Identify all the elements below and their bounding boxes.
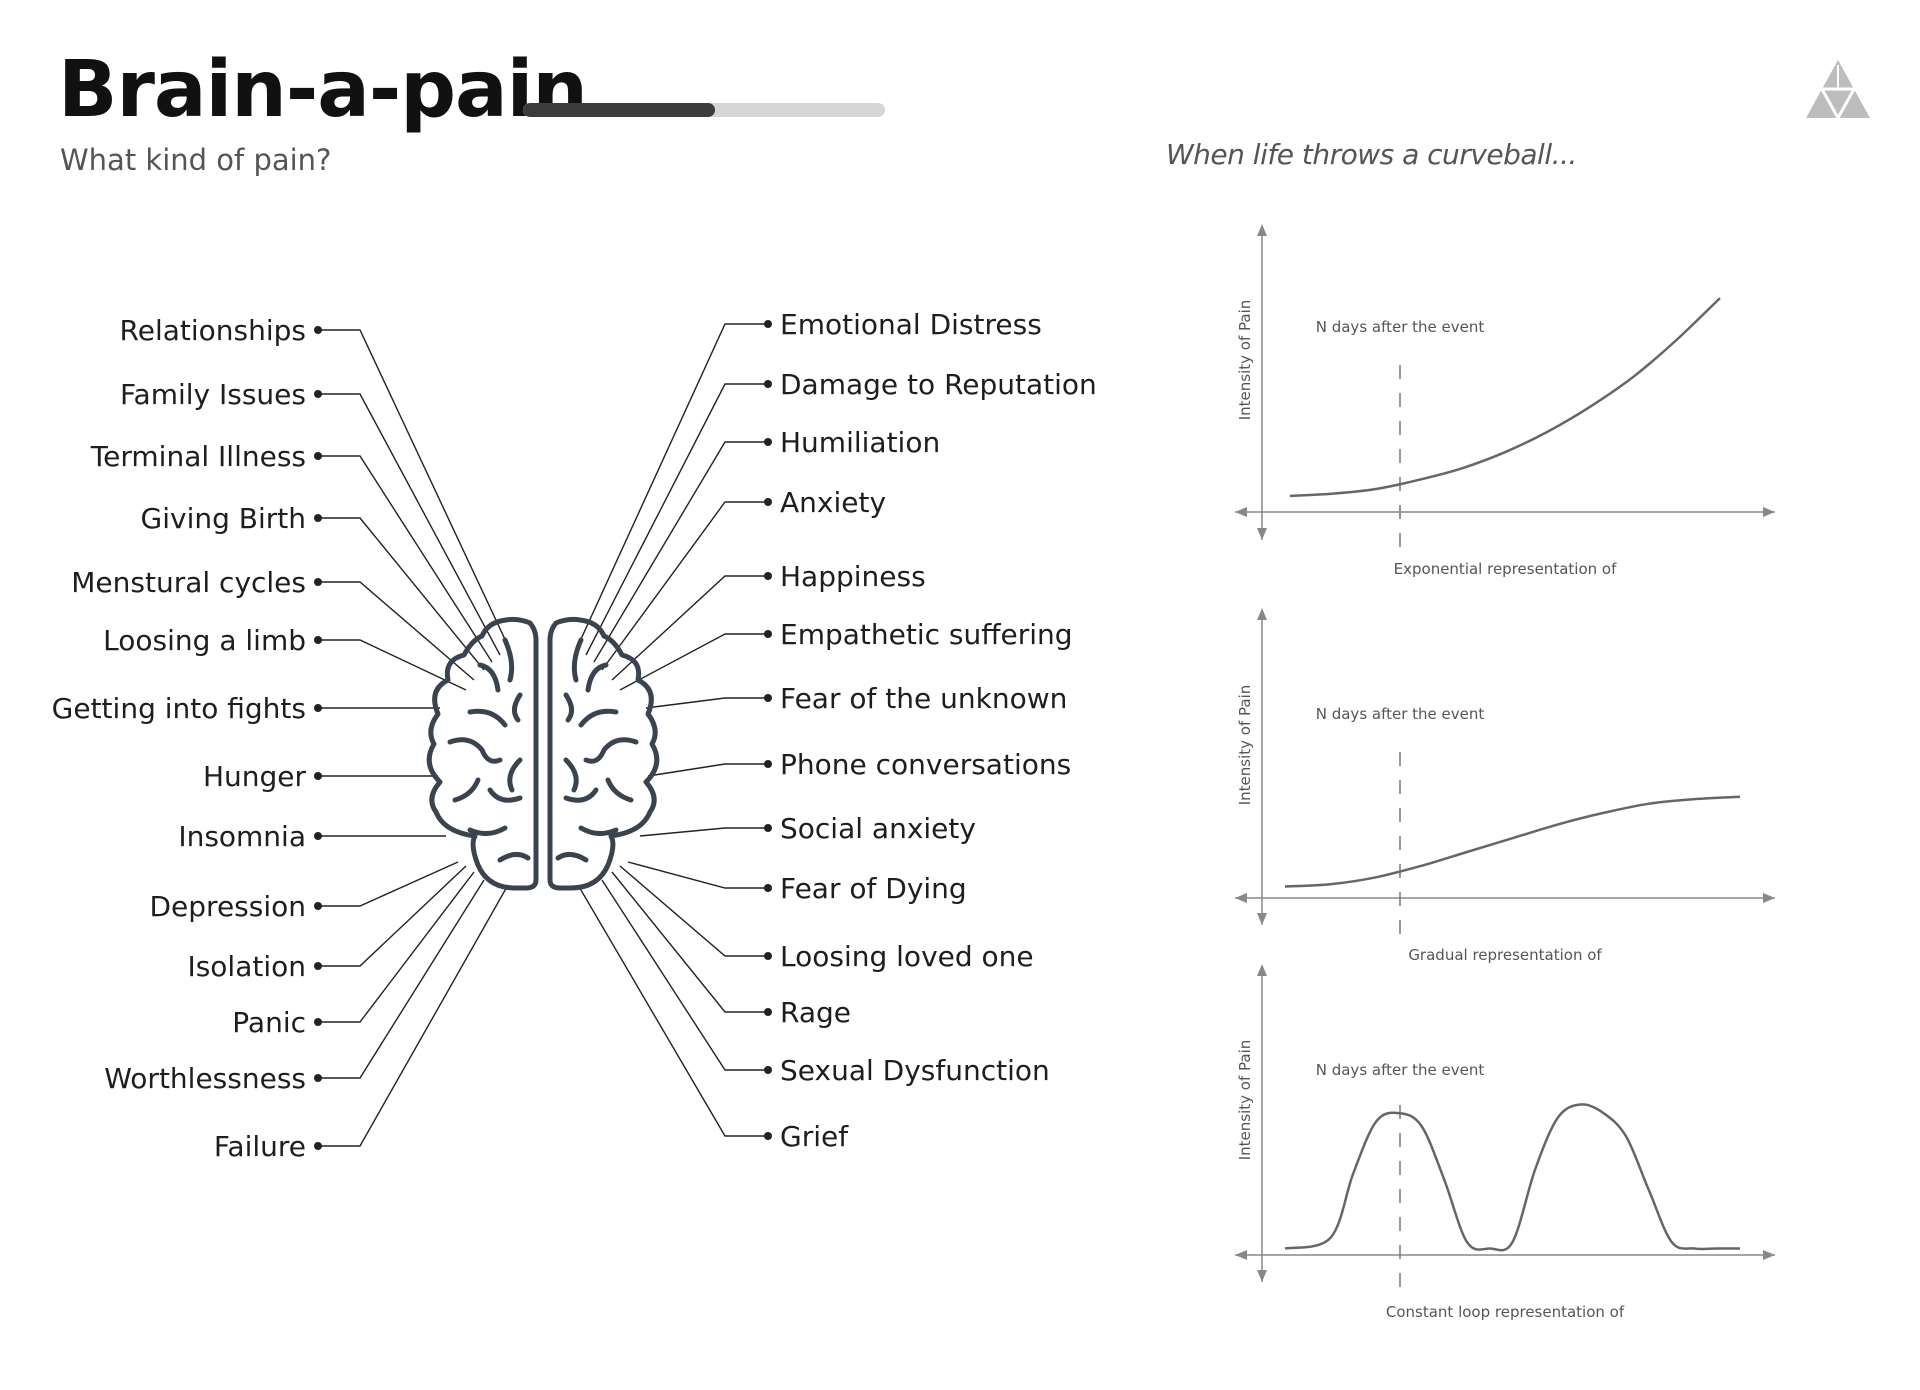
triangle-logo-icon [1806,60,1870,118]
pain-label-left: Giving Birth [141,502,306,535]
connector-line [627,861,768,889]
connector-dot [314,514,322,522]
connector-dot [764,380,772,388]
pain-label-right: Rage [780,996,851,1029]
pain-label-left: Panic [232,1006,306,1039]
pain-label-left: Menstural cycles [71,566,306,599]
progress-fill [523,103,715,117]
connector-dot [314,1018,322,1026]
connector-line [601,879,768,1071]
connector-line [611,871,768,1013]
charts-tagline: When life throws a curveball... [1166,138,1577,171]
pain-label-right: Fear of Dying [780,872,967,905]
pain-label-left: Depression [149,890,306,923]
connector-dot [314,704,322,712]
connector-line [601,501,768,671]
pain-label-right: Damage to Reputation [780,368,1097,401]
connector-dot [314,832,322,840]
connector-line [318,861,459,907]
connector-line [647,763,768,777]
connector-dot [764,498,772,506]
connector-line [318,639,467,691]
pain-label-right: Happiness [780,560,926,593]
pain-label-left: Getting into fights [52,692,306,725]
connector-line [575,323,768,651]
connector-dot [314,578,322,586]
connector-dot [314,1074,322,1082]
connector-dot [314,452,322,460]
connector-dot [314,772,322,780]
connector-dot [314,390,322,398]
connector-line [318,581,475,681]
connector-line [585,383,768,656]
pain-label-right: Anxiety [780,486,886,519]
connector-line [577,884,768,1137]
pain-label-left: Relationships [120,314,306,347]
connector-dot [764,320,772,328]
pain-label-left: Terminal Illness [90,440,306,473]
pain-label-right: Social anxiety [780,812,976,845]
connector-line [619,865,768,957]
connector-dot [764,438,772,446]
connector-dot [314,326,322,334]
pain-label-right: Emotional Distress [780,308,1042,341]
connector-line [645,697,768,709]
progress-bar [523,103,885,117]
page-title: Brain-a-pain [58,45,588,135]
connector-dot [764,694,772,702]
pain-label-left: Hunger [203,760,307,793]
connector-lines [314,320,772,1150]
connector-line [318,884,509,1147]
connector-dot [764,572,772,580]
pain-label-left: Isolation [187,950,306,983]
connector-dot [764,1066,772,1074]
connector-dot [764,1008,772,1016]
connector-dot [314,902,322,910]
pain-label-right: Loosing loved one [780,940,1034,973]
connector-line [318,871,475,1023]
pain-label-left: Failure [214,1130,306,1163]
brain-icon [426,616,660,891]
connector-line [593,441,768,663]
connector-line [318,879,485,1079]
pain-label-left: Loosing a limb [103,624,306,657]
pain-label-right: Grief [780,1120,849,1153]
connector-dot [764,630,772,638]
connector-dot [314,636,322,644]
connector-line [611,575,768,681]
connector-dot [764,884,772,892]
connector-dot [314,962,322,970]
connector-line [318,865,467,967]
pain-label-right: Fear of the unknown [780,682,1067,715]
pain-label-right: Phone conversations [780,748,1071,781]
connector-dot [314,1142,322,1150]
connector-dot [764,952,772,960]
connector-line [318,329,511,651]
connector-line [318,455,493,663]
connector-dot [764,760,772,768]
connector-line [619,633,768,691]
page-subtitle: What kind of pain? [60,143,332,177]
connector-dot [764,1132,772,1140]
connector-dot [764,824,772,832]
pain-label-right: Sexual Dysfunction [780,1054,1050,1087]
pain-label-left: Worthlessness [104,1062,306,1095]
pain-label-left: Family Issues [120,378,306,411]
pain-label-right: Empathetic suffering [780,618,1073,651]
connector-line [318,517,485,671]
connector-line [318,393,501,656]
connector-line [639,827,768,837]
pain-label-left: Insomnia [178,820,306,853]
pain-label-right: Humiliation [780,426,940,459]
